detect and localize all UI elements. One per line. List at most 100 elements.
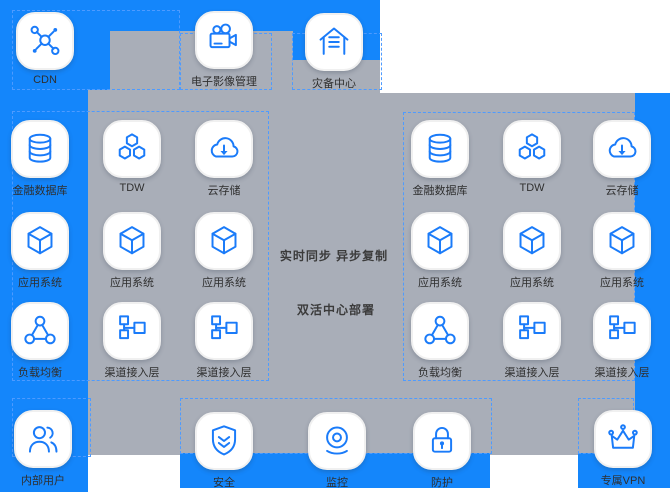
house-archive-tile[interactable] (305, 13, 363, 71)
video-camera-tile[interactable] (195, 11, 253, 69)
channel-tree-tile[interactable] (103, 302, 161, 360)
cloud-download-tile[interactable] (195, 120, 253, 178)
hexagons-tile[interactable] (103, 120, 161, 178)
load-balancer-icon (21, 312, 59, 350)
padlock-tile[interactable] (413, 412, 471, 470)
icon-label: 应用系统 (202, 277, 246, 289)
icon-cell: 渠道接入层 (182, 302, 266, 380)
icon-cell: 应用系统 (398, 212, 482, 290)
channel-tree-icon (113, 312, 151, 350)
icon-label: 云存储 (207, 185, 241, 197)
icon-label: 内部用户 (21, 475, 65, 487)
padlock-icon (423, 422, 461, 460)
icon-label: 渠道接入层 (104, 367, 160, 379)
crown-tile[interactable] (594, 410, 652, 468)
channel-tree-tile[interactable] (593, 302, 651, 360)
icon-label: 安全 (213, 477, 235, 489)
database-tile[interactable] (11, 120, 69, 178)
icon-label: 监控 (326, 477, 348, 489)
cube-icon (513, 222, 551, 260)
icon-cell: 应用系统 (490, 212, 574, 290)
channel-tree-icon (513, 312, 551, 350)
icon-cell: 内部用户 (1, 410, 85, 488)
icon-cell: 渠道接入层 (580, 302, 664, 380)
icon-label: 应用系统 (600, 277, 644, 289)
icon-cell: 渠道接入层 (490, 302, 574, 380)
icon-cell: TDW (490, 120, 574, 194)
load-balancer-tile[interactable] (11, 302, 69, 360)
icon-label: 渠道接入层 (196, 367, 252, 379)
webcam-icon (318, 422, 356, 460)
channel-tree-icon (603, 312, 641, 350)
cube-tile[interactable] (195, 212, 253, 270)
video-camera-icon (205, 21, 243, 59)
users-tile[interactable] (14, 410, 72, 468)
icon-label: 应用系统 (110, 277, 154, 289)
icon-label: 云存储 (605, 185, 639, 197)
cube-icon (113, 222, 151, 260)
icon-cell: 防护 (400, 412, 484, 490)
icon-cell: 渠道接入层 (90, 302, 174, 380)
icon-label: 应用系统 (510, 277, 554, 289)
channel-tree-icon (205, 312, 243, 350)
icon-cell: TDW (90, 120, 174, 194)
icon-cell: 负载均衡 (0, 302, 82, 380)
channel-tree-tile[interactable] (195, 302, 253, 360)
icon-label: CDN (33, 74, 57, 86)
hexagons-tile[interactable] (503, 120, 561, 178)
webcam-tile[interactable] (308, 412, 366, 470)
architecture-label: 双活中心部署 (296, 303, 376, 317)
icon-cell: CDN (3, 12, 87, 86)
cdn-zone-border (12, 10, 180, 90)
icon-cell: 电子影像管理 (182, 11, 266, 89)
users-icon (24, 420, 62, 458)
cloud-download-icon (205, 130, 243, 168)
cdn-network-tile[interactable] (16, 12, 74, 70)
load-balancer-tile[interactable] (411, 302, 469, 360)
icon-label: 专属VPN (600, 475, 646, 487)
replication-label: 实时同步 异步复制 (279, 249, 389, 263)
cloud-download-icon (603, 130, 641, 168)
channel-tree-tile[interactable] (503, 302, 561, 360)
database-icon (21, 130, 59, 168)
icon-cell: 云存储 (580, 120, 664, 198)
cube-icon (603, 222, 641, 260)
icon-label: TDW (119, 182, 145, 194)
shield-check-tile[interactable] (195, 412, 253, 470)
database-icon (421, 130, 459, 168)
icon-cell: 负载均衡 (398, 302, 482, 380)
load-balancer-icon (421, 312, 459, 350)
icon-cell: 应用系统 (0, 212, 82, 290)
icon-cell: 灾备中心 (292, 13, 376, 91)
icon-cell: 应用系统 (182, 212, 266, 290)
database-tile[interactable] (411, 120, 469, 178)
icon-label: 应用系统 (418, 277, 462, 289)
house-archive-icon (315, 23, 353, 61)
crown-icon (604, 420, 642, 458)
cube-icon (421, 222, 459, 260)
cube-tile[interactable] (103, 212, 161, 270)
hexagons-icon (513, 130, 551, 168)
icon-label: 电子影像管理 (191, 76, 257, 88)
icon-cell: 监控 (295, 412, 379, 490)
cube-tile[interactable] (411, 212, 469, 270)
icon-label: 渠道接入层 (504, 367, 560, 379)
icon-label: 灾备中心 (312, 78, 356, 90)
cube-tile[interactable] (503, 212, 561, 270)
shield-check-icon (205, 422, 243, 460)
cube-tile[interactable] (593, 212, 651, 270)
icon-cell: 金融数据库 (398, 120, 482, 198)
icon-label: 应用系统 (18, 277, 62, 289)
icon-label: 金融数据库 (412, 185, 468, 197)
icon-label: 金融数据库 (12, 185, 68, 197)
icon-cell: 应用系统 (90, 212, 174, 290)
icon-label: 渠道接入层 (594, 367, 650, 379)
cloud-download-tile[interactable] (593, 120, 651, 178)
cdn-network-icon (26, 22, 64, 60)
cube-tile[interactable] (11, 212, 69, 270)
icon-cell: 金融数据库 (0, 120, 82, 198)
icon-cell: 云存储 (182, 120, 266, 198)
icon-cell: 安全 (182, 412, 266, 490)
icon-label: 负载均衡 (18, 367, 62, 379)
